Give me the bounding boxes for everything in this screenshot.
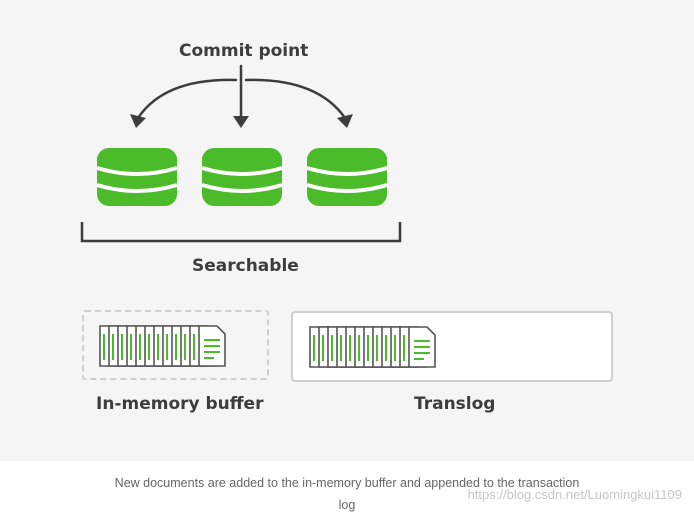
watermark-text: https://blog.csdn.net/Luomingkui1109 — [467, 487, 682, 502]
translog-label: Translog — [414, 394, 496, 414]
figure-caption: New documents are added to the in-memory… — [0, 472, 694, 516]
commit-arrows — [136, 64, 347, 120]
segment-disk-icon — [95, 146, 179, 208]
translog-box — [291, 311, 613, 382]
memory-buffer-box — [82, 310, 269, 380]
arrow-heads — [130, 114, 353, 128]
arrow-head-center — [233, 116, 249, 128]
searchable-label: Searchable — [192, 256, 299, 276]
arrow-left — [136, 78, 238, 120]
arrow-head-left — [130, 114, 146, 128]
segment-disk-icon — [305, 146, 389, 208]
commit-point-label: Commit point — [179, 41, 309, 61]
arrow-head-right — [337, 114, 353, 128]
searchable-bracket — [80, 222, 402, 243]
diagram-canvas — [80, 64, 436, 368]
arrow-right — [244, 78, 347, 120]
caption-line-2: log — [338, 498, 356, 512]
segment-disk-icon — [200, 146, 284, 208]
memory-doc-lines — [103, 334, 220, 360]
caption-line-1: New documents are added to the in-memory… — [114, 476, 580, 490]
memory-buffer-label: In-memory buffer — [96, 394, 264, 414]
diagram-panel — [0, 0, 694, 461]
